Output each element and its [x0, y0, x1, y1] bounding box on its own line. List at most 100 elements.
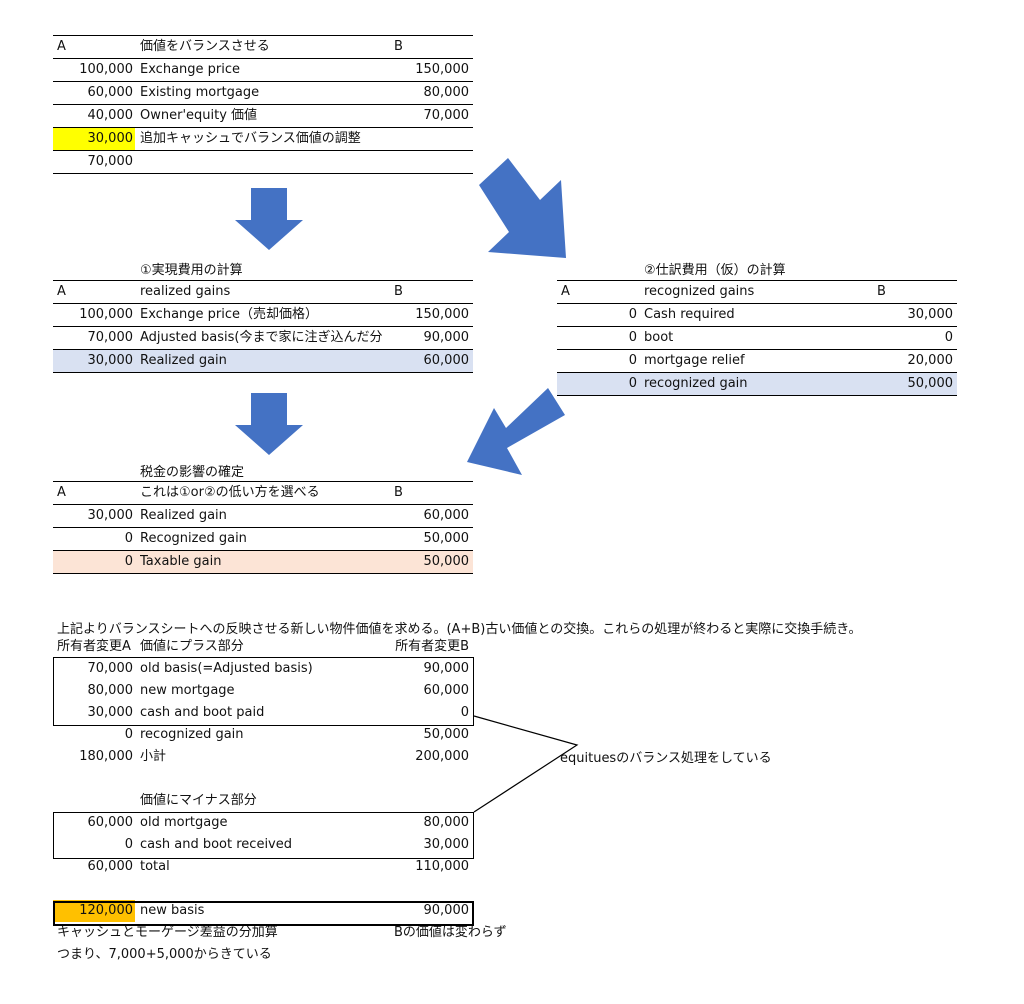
col-b-header: B: [394, 485, 403, 500]
value-a: 0: [124, 727, 133, 742]
note-c: つまり、7,000+5,000からきている: [57, 947, 272, 962]
tax-table: A これは①or②の低い方を選べる B 30,000 Realized gain…: [53, 481, 473, 574]
value-b: 90,000: [423, 661, 470, 676]
table-row: 0 recognized gain 50,000: [53, 724, 473, 746]
row-label: mortgage relief: [644, 353, 745, 368]
arrow-down-2: [235, 393, 303, 455]
row-label: old mortgage: [140, 815, 228, 830]
table-row: 80,000 new mortgage 60,000: [53, 680, 473, 702]
tax-caption: 税金の影響の確定: [140, 465, 245, 480]
row-label: 小計: [140, 749, 167, 764]
value-b: 80,000: [423, 815, 470, 830]
col-b-header: B: [394, 39, 403, 54]
value-a: 70,000: [87, 661, 134, 676]
spacer-row: [53, 768, 473, 790]
value-a: 40,000: [87, 108, 134, 123]
value-b: 60,000: [423, 508, 470, 523]
value-b: 60,000: [423, 683, 470, 698]
recognized-caption: ②仕訳費用（仮）の計算: [644, 263, 786, 278]
basis-title: 価値にプラス部分: [140, 639, 244, 654]
table-row: 0 mortgage relief 20,000: [557, 350, 957, 373]
value-a: 30,000: [87, 131, 134, 146]
value-a: 80,000: [87, 683, 134, 698]
table-row: 60,000 old mortgage 80,000: [53, 812, 473, 834]
table-row: 40,000 Owner'equity 価値 70,000: [53, 105, 473, 128]
bracket-connector: [473, 715, 579, 813]
row-label: old basis(=Adjusted basis): [140, 661, 313, 676]
value-a: 60,000: [87, 85, 134, 100]
plus-box: [53, 657, 474, 726]
value-a: 30,000: [87, 508, 134, 523]
value-a: 0: [628, 330, 637, 345]
table-row: 0 Taxable gain 50,000: [53, 551, 473, 574]
row-label: new mortgage: [140, 683, 235, 698]
value-a: 60,000: [87, 815, 134, 830]
row-label: Adjusted basis(今まで家に注ぎ込んだ分: [140, 330, 383, 345]
table-row: 100,000 Exchange price 150,000: [53, 59, 473, 82]
balance-title: 価値をバランスさせる: [140, 39, 270, 54]
value-b: 0: [460, 705, 469, 720]
col-a-header: A: [57, 39, 66, 54]
minus-caption: 価値にマイナス部分: [140, 793, 257, 808]
table-row: 30,000 追加キャッシュでバランス価値の調整: [53, 128, 473, 151]
recognized-table: A recognized gains B 0 Cash required 30,…: [557, 280, 957, 396]
note-row: つまり、7,000+5,000からきている: [53, 944, 473, 966]
row-label: cash and boot paid: [140, 705, 265, 720]
row-label: recognized gain: [140, 727, 244, 742]
value-b: 70,000: [423, 108, 470, 123]
row-label: Realized gain: [140, 353, 227, 368]
col-b-header: B: [394, 284, 403, 299]
value-b: 50,000: [423, 554, 470, 569]
table-row: 0 cash and boot received 30,000: [53, 834, 473, 856]
table-row: 70,000: [53, 151, 473, 174]
value-a: 0: [628, 376, 637, 391]
table-row: 0 Cash required 30,000: [557, 304, 957, 327]
value-a: 180,000: [79, 749, 133, 764]
value-b: 0: [944, 330, 953, 345]
row-label: cash and boot received: [140, 837, 292, 852]
realized-header-row: A realized gains B: [53, 281, 473, 304]
row-label: Exchange price（売却価格）: [140, 307, 319, 322]
realized-table: A realized gains B 100,000 Exchange pric…: [53, 280, 473, 373]
col-b-header: B: [877, 284, 886, 299]
table-row: 70,000 old basis(=Adjusted basis) 90,000: [53, 658, 473, 680]
col-a-header: A: [57, 485, 66, 500]
realized-caption: ①実現費用の計算: [140, 263, 243, 278]
basis-header-row: 所有者変更A 価値にプラス部分 所有者変更B: [53, 636, 473, 658]
new-basis-box: [53, 901, 474, 926]
arrow-diagonal-right: [479, 158, 566, 258]
row-label: new basis: [140, 903, 205, 918]
value-a: 30,000: [87, 705, 134, 720]
row-label: Taxable gain: [140, 554, 222, 569]
note-a: キャッシュとモーゲージ差益の分加算: [57, 925, 278, 940]
value-a: 0: [124, 837, 133, 852]
row-label: total: [140, 859, 170, 874]
row-label: Realized gain: [140, 508, 227, 523]
arrow-diagonal-left: [467, 388, 565, 475]
basis-table: 所有者変更A 価値にプラス部分 所有者変更B 70,000 old basis(…: [53, 636, 507, 966]
table-row: 0 recognized gain 50,000: [557, 373, 957, 396]
highlight-cell: [53, 128, 135, 150]
recognized-header-row: A recognized gains B: [557, 281, 957, 304]
value-a: 0: [124, 554, 133, 569]
value-b: 90,000: [423, 903, 470, 918]
row-label: boot: [644, 330, 674, 345]
highlight-cell: [53, 900, 135, 922]
table-row: 30,000 Realized gain 60,000: [53, 505, 473, 528]
equity-note-latin: equitues: [560, 751, 617, 766]
tax-header-row: A これは①or②の低い方を選べる B: [53, 482, 473, 505]
value-a: 0: [628, 353, 637, 368]
col-a-header: A: [561, 284, 570, 299]
col-b-header: 所有者変更B: [395, 639, 469, 654]
table-row: 60,000 total 110,000: [53, 856, 473, 878]
row-label: Existing mortgage: [140, 85, 260, 100]
equity-note-suffix: のバランス処理をしている: [616, 751, 772, 766]
row-label: recognized gain: [644, 376, 748, 391]
recognized-title: recognized gains: [644, 284, 755, 299]
value-b: 30,000: [423, 837, 470, 852]
value-a: 0: [124, 531, 133, 546]
realized-title: realized gains: [140, 284, 231, 299]
table-row: 180,000 小計 200,000: [53, 746, 473, 768]
value-a: 120,000: [79, 903, 133, 918]
